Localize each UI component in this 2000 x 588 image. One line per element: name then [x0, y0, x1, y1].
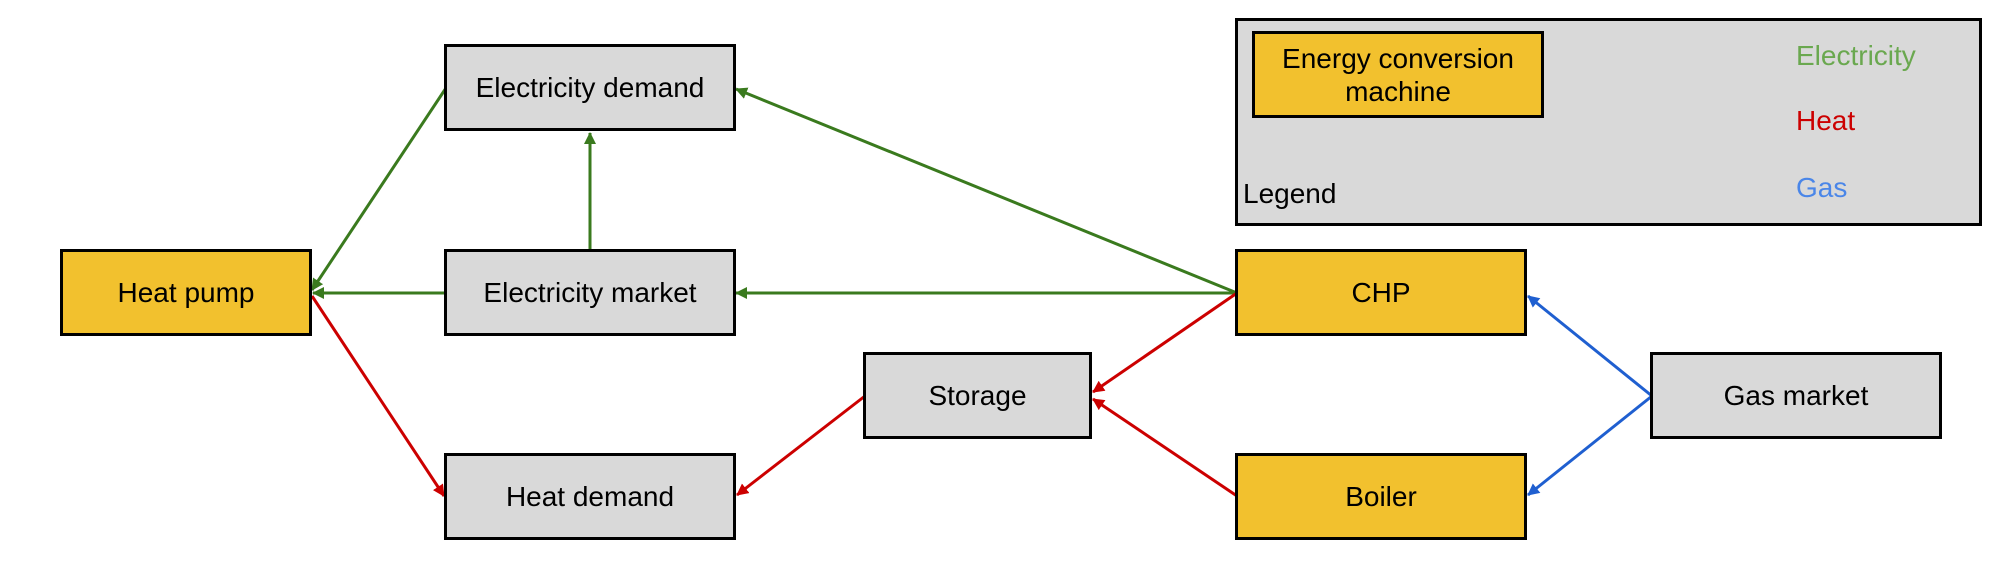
- node-chp: CHP: [1235, 249, 1527, 336]
- node-electricity-market: Electricity market: [444, 249, 736, 336]
- node-heat-demand-label: Heat demand: [505, 480, 675, 512]
- edge-chp-to-storage: [1092, 291, 1238, 394]
- edge-gas-market-to-chp: [1527, 294, 1653, 398]
- edge-electricity-demand-to-heat-pump: [310, 87, 448, 291]
- node-chp-label: CHP: [1351, 276, 1411, 308]
- node-electricity-market-label: Electricity market: [483, 276, 697, 308]
- node-storage-label: Storage: [928, 379, 1027, 411]
- edge-heat-pump-to-heat-demand: [310, 295, 446, 497]
- edge-boiler-to-storage: [1092, 397, 1238, 498]
- node-heat-pump: Heat pump: [60, 249, 312, 336]
- edge-gas-market-to-boiler: [1527, 394, 1653, 497]
- node-storage: Storage: [863, 352, 1092, 439]
- legend-heat-label: Heat: [1796, 105, 1856, 136]
- node-gas-market-label: Gas market: [1723, 379, 1869, 411]
- legend-machine-sample: Energy conversion machine: [1252, 31, 1544, 118]
- legend-machine-sample-label: Energy conversion machine: [1282, 42, 1514, 107]
- edge-storage-to-heat-demand: [736, 394, 866, 497]
- legend-panel: [1235, 18, 1982, 226]
- node-boiler-label: Boiler: [1345, 480, 1417, 512]
- node-electricity-demand: Electricity demand: [444, 44, 736, 131]
- node-boiler: Boiler: [1235, 453, 1527, 540]
- legend-gas-label: Gas: [1796, 172, 1848, 203]
- legend-electricity-label: Electricity: [1796, 40, 1916, 71]
- node-heat-demand: Heat demand: [444, 453, 736, 540]
- legend-title: Legend: [1243, 178, 1337, 209]
- node-electricity-demand-label: Electricity demand: [475, 71, 705, 103]
- edge-chp-to-electricity-demand: [735, 87, 1238, 295]
- node-heat-pump-label: Heat pump: [117, 276, 255, 308]
- node-gas-market: Gas market: [1650, 352, 1942, 439]
